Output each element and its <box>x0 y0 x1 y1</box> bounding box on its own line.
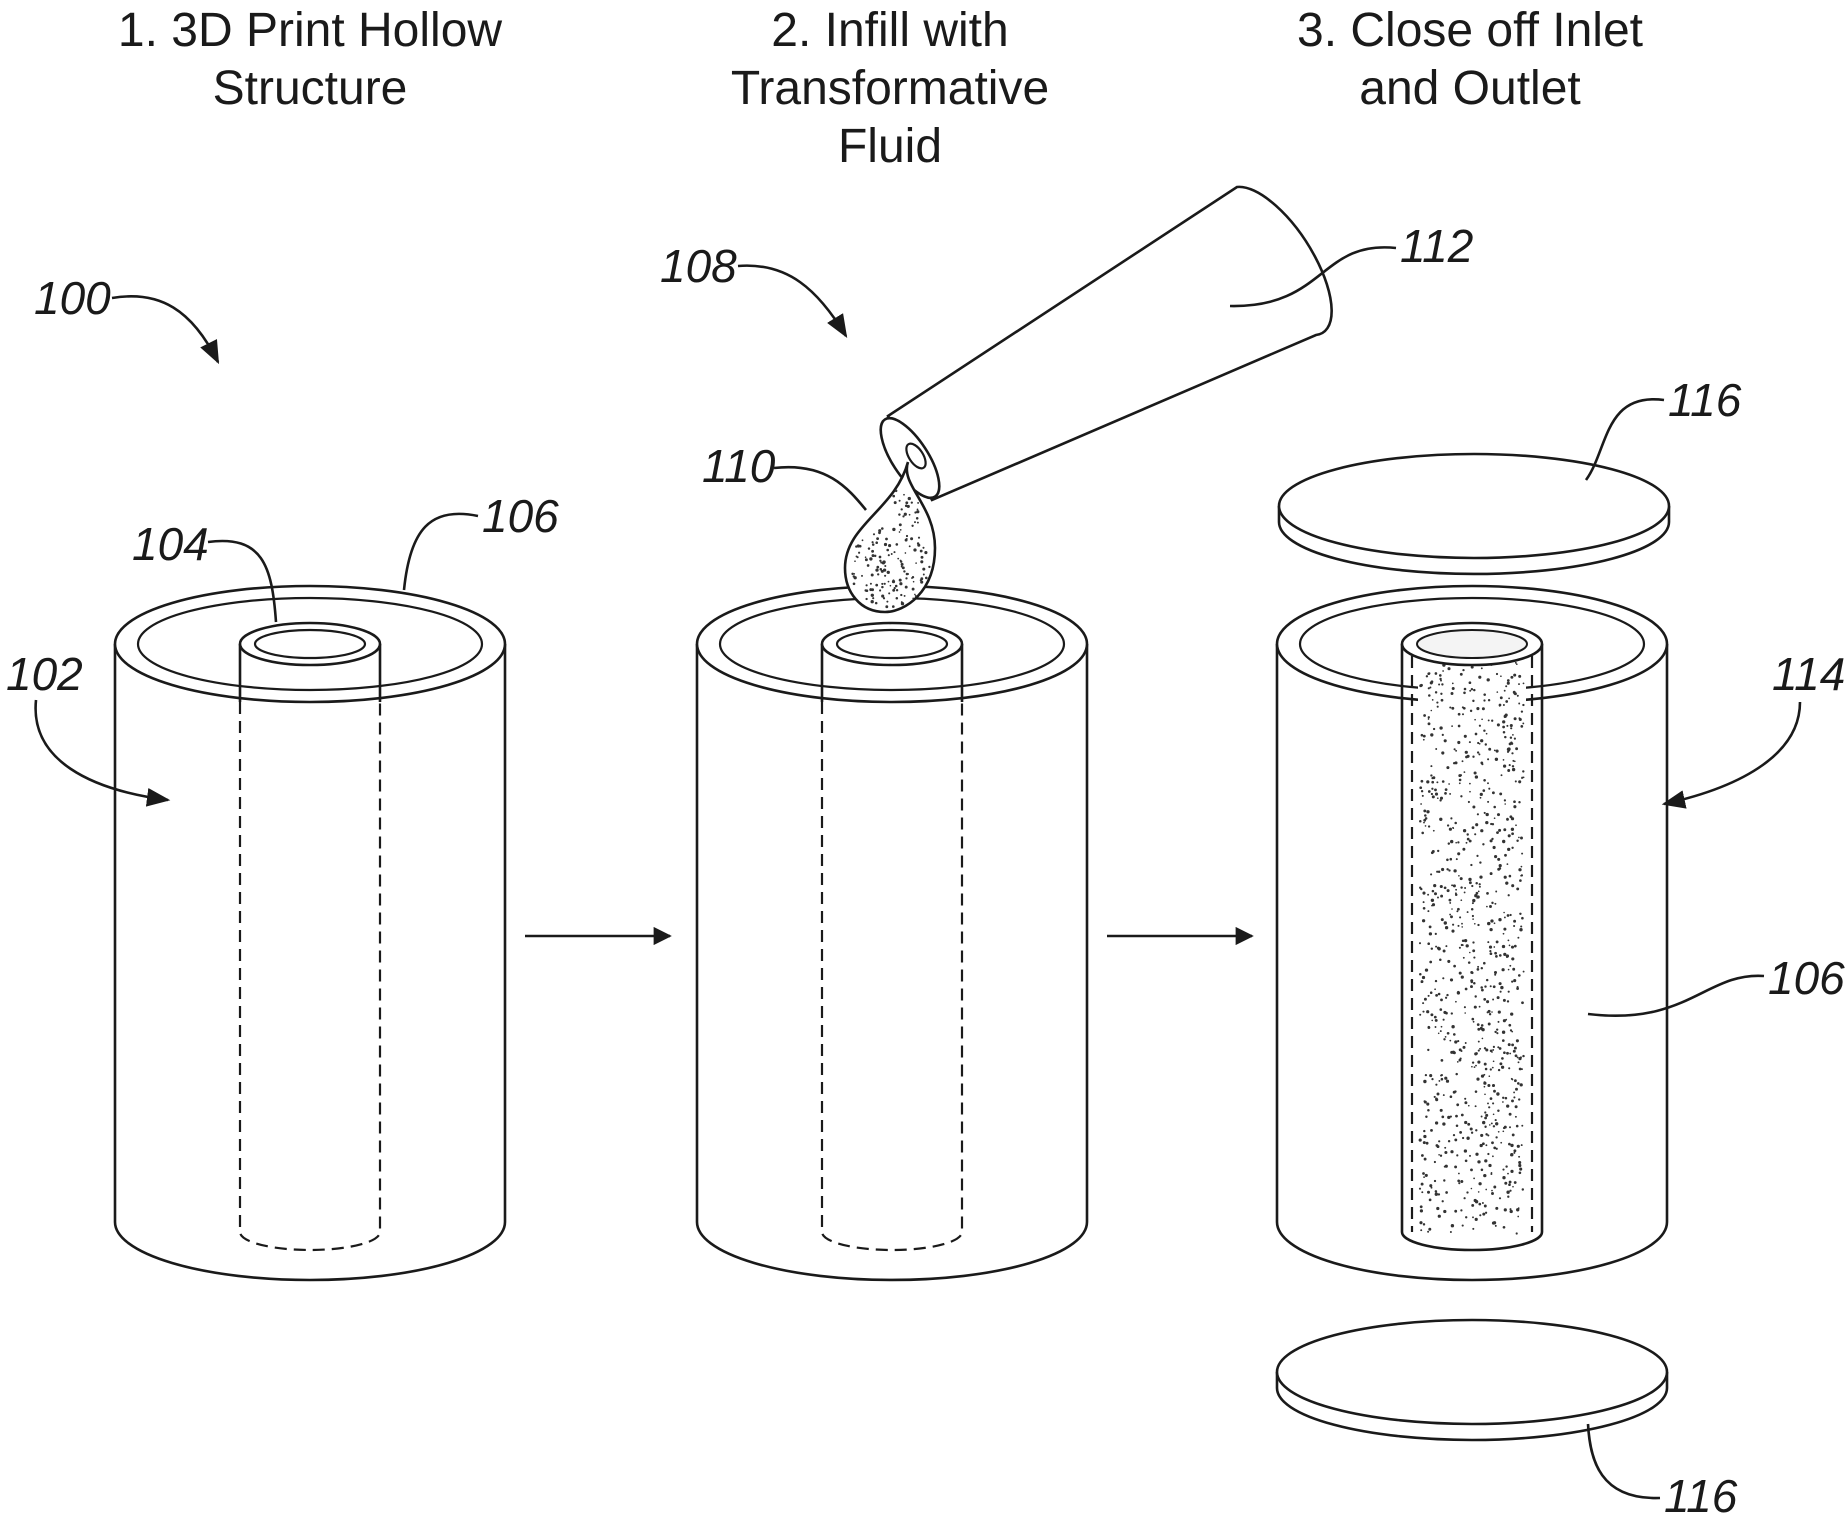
ref-106-step1: 106 <box>404 490 559 590</box>
svg-text:100: 100 <box>34 272 111 324</box>
ref-110: 110 <box>702 440 866 510</box>
filled-channel <box>1402 623 1542 1250</box>
svg-text:112: 112 <box>1400 220 1473 272</box>
ref-116-top: 116 <box>1586 374 1742 480</box>
svg-text:104: 104 <box>132 518 209 570</box>
hollow-structure-cylinder <box>115 586 505 1280</box>
svg-text:102: 102 <box>6 648 83 700</box>
bottom-cap <box>1277 1320 1667 1440</box>
svg-text:106: 106 <box>1768 952 1845 1004</box>
svg-text:and Outlet: and Outlet <box>1359 62 1580 115</box>
step-2-title: 2. Infill with Transformative Fluid <box>731 4 1049 173</box>
svg-text:Structure: Structure <box>213 62 408 115</box>
svg-text:116: 116 <box>1664 1470 1738 1522</box>
svg-text:110: 110 <box>702 440 776 492</box>
ref-114: 114 <box>1664 648 1845 804</box>
svg-text:Transformative: Transformative <box>731 62 1049 115</box>
svg-text:116: 116 <box>1668 374 1742 426</box>
ref-116-bottom: 116 <box>1588 1424 1738 1522</box>
svg-text:2. Infill with: 2. Infill with <box>771 4 1008 57</box>
svg-text:114: 114 <box>1772 648 1845 700</box>
ref-108: 108 <box>660 240 846 336</box>
top-cap <box>1279 454 1669 574</box>
svg-text:108: 108 <box>660 240 737 292</box>
svg-text:1. 3D Print Hollow: 1. 3D Print Hollow <box>118 4 502 57</box>
step-3-title: 3. Close off Inlet and Outlet <box>1297 4 1643 115</box>
svg-text:3. Close off Inlet: 3. Close off Inlet <box>1297 4 1643 57</box>
step-1-title: 1. 3D Print Hollow Structure <box>118 4 502 115</box>
svg-text:106: 106 <box>482 490 559 542</box>
infill-cylinder <box>697 586 1087 1280</box>
svg-text:Fluid: Fluid <box>838 120 942 173</box>
ref-100: 100 <box>34 272 218 362</box>
dispensing-tube <box>870 187 1332 507</box>
